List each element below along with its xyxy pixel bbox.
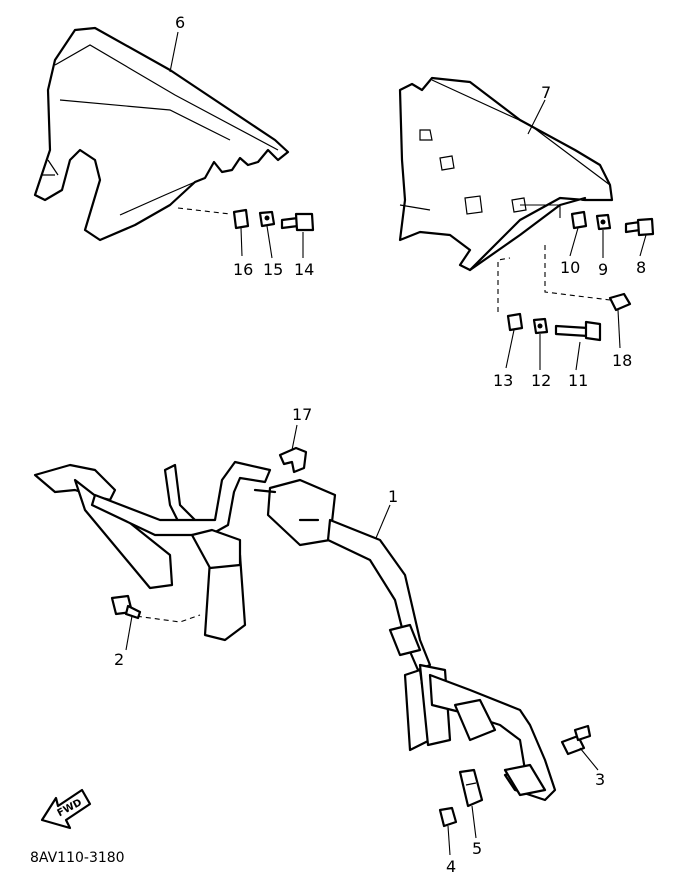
callout-5: 5 xyxy=(472,839,482,858)
callout-11: 11 xyxy=(568,371,588,390)
side-cover-part-7 xyxy=(398,76,614,272)
callout-9: 9 xyxy=(598,260,608,279)
forward-direction-arrow: FWD xyxy=(40,788,92,830)
collar-part-15 xyxy=(258,210,276,228)
callout-2: 2 xyxy=(114,650,124,669)
bolt-part-11 xyxy=(554,320,602,342)
washer-part-12 xyxy=(532,317,549,335)
callout-4: 4 xyxy=(446,857,456,876)
front-cover-part-6 xyxy=(33,26,290,242)
collar-part-10 xyxy=(570,210,588,230)
callout-13: 13 xyxy=(493,371,513,390)
callout-7: 7 xyxy=(541,83,551,102)
callout-10: 10 xyxy=(560,258,580,277)
screw-part-8 xyxy=(624,217,655,237)
washer-part-9 xyxy=(595,213,612,231)
clip-part-5 xyxy=(458,768,484,808)
drawing-code-label: 8AV110-3180 xyxy=(30,850,125,866)
callout-12: 12 xyxy=(531,371,551,390)
clamp-part-17 xyxy=(278,446,308,474)
screw-part-14 xyxy=(280,212,315,232)
callout-6: 6 xyxy=(175,13,185,32)
bolt-part-2 xyxy=(110,594,142,620)
callout-15: 15 xyxy=(263,260,283,279)
stay-part-1 xyxy=(33,460,557,802)
callout-16: 16 xyxy=(233,260,253,279)
callout-18: 18 xyxy=(612,351,632,370)
callout-3: 3 xyxy=(595,770,605,789)
callout-17: 17 xyxy=(292,405,312,424)
callout-14: 14 xyxy=(294,260,314,279)
callout-8: 8 xyxy=(636,258,646,277)
bolt-part-3 xyxy=(560,724,592,756)
washer-part-16 xyxy=(232,208,250,230)
nut-part-4 xyxy=(438,806,458,828)
callout-1: 1 xyxy=(388,487,398,506)
collar-part-13 xyxy=(506,312,524,332)
nut-part-18 xyxy=(608,292,632,312)
